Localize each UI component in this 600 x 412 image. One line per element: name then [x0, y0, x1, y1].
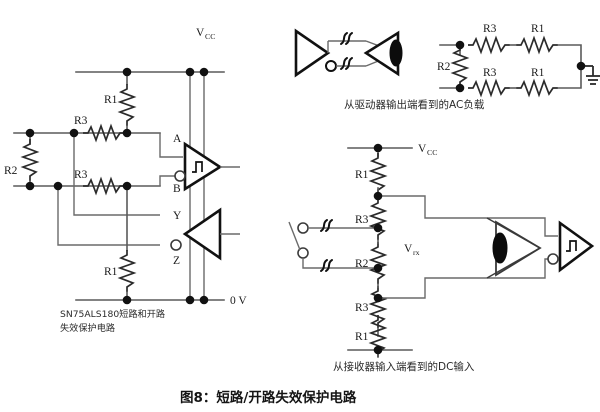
ac-r1-top-resistor [515, 37, 559, 53]
figure-caption: 图8：短路/开路失效保护电路 [180, 389, 357, 406]
dc-bottom-tap-wire [378, 277, 490, 299]
ac-r1-bottom-resistor [515, 80, 559, 96]
dc-input-caption: 从接收器输入端看到的DC输入 [333, 360, 475, 373]
left-pin-z-label: Z [173, 255, 180, 267]
dc-r2-label: R2 [355, 258, 369, 270]
ac-node-ground [576, 61, 586, 71]
left-r1-bottom-resistor [119, 249, 135, 293]
dc-switch-blade [288, 221, 301, 251]
left-node-rail-supply-a [185, 67, 195, 77]
left-circuit-sn75als180: V CC 0 V R1 R3 R3 R2 [4, 27, 247, 334]
ac-cable-break-top-icon [340, 32, 353, 45]
dc-receiver-top-out-wire [490, 217, 558, 237]
ac-r1-top-label: R1 [531, 23, 545, 35]
ac-driver-device [294, 28, 366, 78]
left-r1-top-resistor [119, 83, 135, 127]
left-r2-label: R2 [4, 165, 18, 177]
left-pin-y-label: Y [173, 210, 182, 222]
dc-vrx-label: V [404, 243, 413, 255]
dc-r3-upper-label: R3 [355, 214, 369, 226]
dc-node-r3-r2-top [373, 223, 383, 233]
left-node-gnd-supply-b [199, 295, 209, 305]
ac-r3-bottom-label: R3 [483, 67, 497, 79]
left-node-lower-tap [53, 181, 63, 191]
left-node-gnd-supply-a [185, 295, 195, 305]
left-node-gnd-r1 [122, 295, 132, 305]
left-vcc-label: V [196, 27, 205, 39]
dc-cable-break-top-icon [320, 219, 333, 232]
ac-r2-label: R2 [437, 61, 451, 73]
dc-hysteresis-receiver-device [547, 220, 595, 273]
left-circuit-title-line1: SN75ALS180短路和开路 [60, 308, 165, 320]
dc-r1-bottom-label: R1 [355, 331, 369, 343]
ac-r3-top-resistor [467, 37, 511, 53]
ac-node-top-left [455, 40, 465, 50]
left-pin-b-label: B [173, 183, 181, 195]
left-node-lower-r1 [122, 181, 132, 191]
dc-switch-bottom-wire [302, 258, 340, 269]
dc-r1-top-label: R1 [355, 169, 369, 181]
ac-load-circuit: R3 R1 R3 R1 R2 从驱动器输出端看到的AC负载 [294, 23, 600, 111]
dc-r3-upper-resistor [370, 197, 386, 241]
ac-r3-top-label: R3 [483, 23, 497, 35]
dc-cable-break-bottom-icon [320, 259, 333, 272]
dc-vcc-sublabel: CC [427, 148, 437, 157]
dc-vcc-label: V [418, 143, 427, 155]
left-y-feedback-wire [73, 133, 160, 216]
left-pin-a-wire [159, 133, 183, 158]
dc-node-r2-r3-bottom [373, 263, 383, 273]
left-r3-upper-label: R3 [74, 115, 88, 127]
ac-receiver-eye-device [363, 30, 403, 77]
dc-node-r3-r1-bottom [373, 293, 383, 303]
left-driver-device [170, 207, 240, 261]
left-r1-bottom-label: R1 [104, 266, 118, 278]
ac-cable-break-bottom-icon [340, 57, 353, 70]
left-receiver-device [174, 141, 240, 192]
dc-open-switch [288, 221, 340, 269]
dc-node-gnd [373, 345, 383, 355]
ac-bottom-right-wire [557, 69, 582, 89]
left-circuit-title-line2: 失效保护电路 [60, 322, 115, 334]
dc-r2-resistor [370, 241, 386, 285]
dc-vrx-sublabel: rx [413, 248, 420, 257]
left-z-feedback-wire [57, 186, 160, 246]
left-node-upper-r1 [122, 128, 132, 138]
ac-load-caption: 从驱动器输出端看到的AC负载 [344, 98, 485, 111]
left-gnd-label: 0 V [230, 295, 247, 307]
left-node-upper-tap [69, 128, 79, 138]
left-node-r2-lower [25, 181, 35, 191]
left-vcc-sublabel: CC [205, 32, 215, 41]
ac-r3-bottom-resistor [467, 80, 511, 96]
left-pin-b-wire [159, 175, 176, 186]
left-node-r2-upper [25, 128, 35, 138]
dc-receiver-eye-device [486, 217, 542, 279]
dc-top-tap-wire [378, 195, 490, 219]
dc-r3-lower-label: R3 [355, 302, 369, 314]
dc-node-r1-r3-top [373, 191, 383, 201]
left-r1-top-label: R1 [104, 94, 118, 106]
left-pin-a-label: A [173, 133, 182, 145]
left-node-rail-r1 [122, 67, 132, 77]
left-r3-lower-label: R3 [74, 169, 88, 181]
left-r2-resistor [22, 138, 38, 182]
left-node-rail-supply-b [199, 67, 209, 77]
ac-r1-bottom-label: R1 [531, 67, 545, 79]
dc-input-circuit: V CC R1 R3 R2 R3 R1 V rx [288, 143, 595, 373]
ac-node-bottom-left [455, 83, 465, 93]
dc-node-vcc [373, 143, 383, 153]
ac-top-right-wire [557, 44, 582, 63]
